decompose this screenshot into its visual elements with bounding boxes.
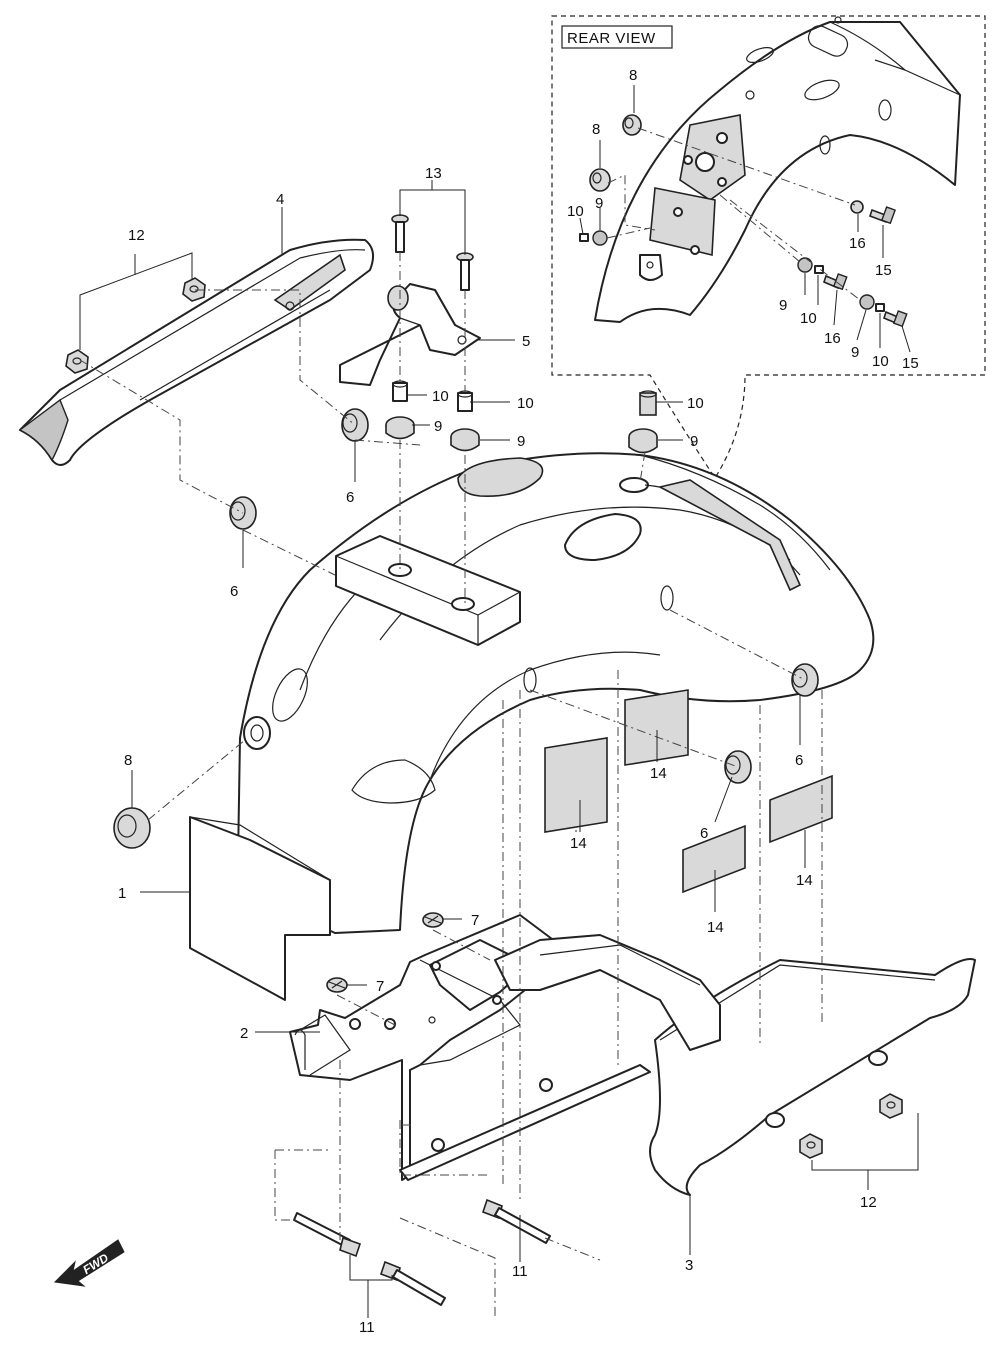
- inset-callout-9c: 9: [851, 344, 859, 361]
- collar-10b: [457, 390, 473, 412]
- inset-callout-15b: 15: [902, 355, 919, 372]
- inset-bolt-15a: [868, 206, 896, 225]
- side-cover-part-3: [649, 958, 976, 1196]
- grommet-9c: [628, 428, 658, 454]
- inset-callout-8a: 8: [629, 67, 637, 84]
- fwd-direction-arrow: FWD: [53, 1239, 125, 1287]
- callout-numbers: 1 2 3 4 5 6 6 6 6 7 7 8 9 9 9 10 10 10 1…: [118, 165, 877, 1336]
- bracket-part-5: [339, 283, 481, 386]
- callout-6d: 6: [700, 825, 708, 842]
- callout-10c: 10: [687, 395, 704, 412]
- inset-callout-16b: 16: [824, 330, 841, 347]
- rear-view-inset: REAR VIEW: [551, 15, 986, 480]
- callout-14d: 14: [796, 872, 813, 889]
- callout-10b: 10: [517, 395, 534, 412]
- long-bolt-11b: [379, 1260, 446, 1306]
- callout-8: 8: [124, 752, 132, 769]
- long-bolt-11c: [481, 1198, 551, 1244]
- inset-callout-8b: 8: [592, 121, 600, 138]
- inset-callout-9b: 9: [779, 297, 787, 314]
- grommet-9a: [385, 416, 415, 440]
- rear-fender-part-1: [189, 452, 875, 1001]
- callout-11a: 11: [512, 1263, 528, 1280]
- callout-14b: 14: [650, 765, 667, 782]
- inset-callout-10b: 10: [800, 310, 817, 327]
- inset-grommet-9b: [797, 257, 813, 273]
- nut-12b: [65, 349, 89, 374]
- callout-12a: 12: [128, 227, 145, 244]
- callout-10a: 10: [432, 388, 449, 405]
- grommet-9b: [450, 428, 480, 452]
- inset-callout-10a: 10: [567, 203, 584, 220]
- bolt-13a: [391, 214, 409, 253]
- rear-view-title: REAR VIEW: [567, 30, 656, 47]
- inset-grommet-8a: [622, 114, 642, 136]
- callout-9a: 9: [434, 418, 442, 435]
- pad-14a: [544, 737, 608, 833]
- grommet-8: [113, 807, 151, 849]
- inset-collar-10a: [579, 233, 589, 242]
- leader-lines: [79, 180, 919, 1318]
- long-bolt-11a: [293, 1212, 362, 1258]
- callout-12b: 12: [860, 1194, 877, 1211]
- callout-11b: 11: [359, 1319, 375, 1336]
- callout-3: 3: [685, 1257, 693, 1274]
- callout-9c: 9: [690, 433, 698, 450]
- callout-6a: 6: [346, 489, 354, 506]
- callout-7b: 7: [376, 978, 384, 995]
- callout-4: 4: [276, 191, 284, 208]
- inset-callout-10c: 10: [872, 353, 889, 370]
- callout-9b: 9: [517, 433, 525, 450]
- inset-bolt-15b: [883, 310, 908, 328]
- inset-callout-9a: 9: [595, 195, 603, 212]
- inset-bolt-16b: [823, 273, 848, 291]
- inset-washer-16a: [850, 200, 864, 214]
- pad-14d: [769, 774, 833, 844]
- alignment-lines: [79, 252, 823, 1320]
- callout-13: 13: [425, 165, 442, 182]
- inset-grommet-9c: [859, 294, 875, 310]
- callout-5: 5: [522, 333, 530, 350]
- grommet-7a: [422, 912, 444, 928]
- callout-2: 2: [240, 1025, 248, 1042]
- pad-14c: [682, 824, 746, 894]
- callout-14c: 14: [707, 919, 724, 936]
- callout-14a: 14: [570, 835, 587, 852]
- side-cover-part-4: [18, 238, 375, 466]
- nut-12d: [799, 1133, 823, 1159]
- nut-12a: [182, 277, 206, 302]
- collar-10c: [639, 390, 657, 416]
- inset-grommet-8b: [589, 168, 611, 192]
- callout-7a: 7: [471, 912, 479, 929]
- pad-14b: [624, 689, 689, 766]
- subframe-part-2: [289, 914, 721, 1181]
- inset-callout-16a: 16: [849, 235, 866, 252]
- grommet-6d: [724, 750, 752, 784]
- collar-10a: [392, 380, 408, 402]
- inset-grommet-9a: [592, 230, 608, 246]
- inset-callout-15a: 15: [875, 262, 892, 279]
- callout-6c: 6: [795, 752, 803, 769]
- callout-1: 1: [118, 885, 126, 902]
- inset-collar-10c: [875, 303, 885, 312]
- nut-12c: [879, 1093, 903, 1119]
- callout-6b: 6: [230, 583, 238, 600]
- bolt-13b: [456, 252, 474, 291]
- inset-collar-10b: [814, 265, 824, 274]
- grommet-7b: [326, 977, 348, 993]
